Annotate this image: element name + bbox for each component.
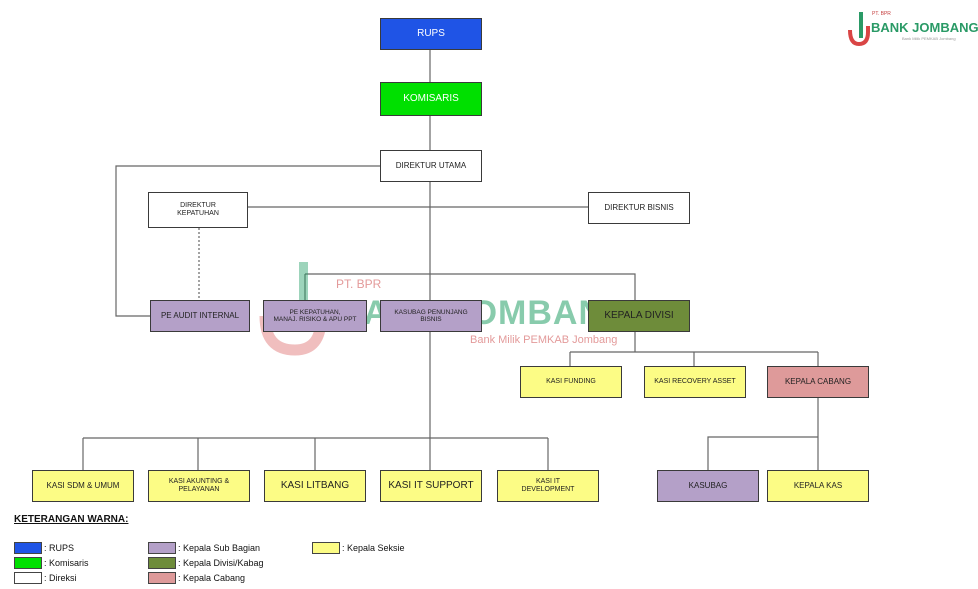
legend-label-kepala-seksie: : Kepala Seksie	[342, 543, 405, 553]
legend-label-direksi: : Direksi	[44, 573, 77, 583]
node-rups: RUPS	[380, 18, 482, 50]
legend-swatch-komisaris	[14, 557, 42, 569]
node-direktur-kepatuhan: DIREKTUR KEPATUHAN	[148, 192, 248, 228]
legend-swatch-kepala-sub-bagian	[148, 542, 176, 554]
legend-swatch-rups	[14, 542, 42, 554]
node-kasi-funding: KASI FUNDING	[520, 366, 622, 398]
legend-label-rups: : RUPS	[44, 543, 75, 553]
node-kasubag: KASUBAG	[657, 470, 759, 502]
legend-swatch-kepala-seksie	[312, 542, 340, 554]
node-kepala-cabang: KEPALA CABANG	[767, 366, 869, 398]
node-kasi-sdm-umum: KASI SDM & UMUM	[32, 470, 134, 502]
bank-jombang-logo-icon	[848, 12, 870, 47]
node-kasi-recovery-asset: KASI RECOVERY ASSET	[644, 366, 746, 398]
watermark-tagline: Bank Milik PEMKAB Jombang	[470, 334, 618, 346]
legend-label-kepala-divisi: : Kepala Divisi/Kabag	[178, 558, 264, 568]
node-kasubag-penunjang-bisnis: KASUBAG PENUNJANG BISNIS	[380, 300, 482, 332]
connector-mid-row	[305, 273, 636, 300]
legend-label-kepala-cabang: : Kepala Cabang	[178, 573, 246, 583]
watermark-prefix: PT. BPR	[336, 277, 382, 291]
node-kasi-it-development: KASI IT DEVELOPMENT	[497, 470, 599, 502]
legend-label-kepala-sub-bagian: : Kepala Sub Bagian	[178, 543, 261, 553]
legend-title: KETERANGAN WARNA:	[14, 514, 129, 525]
connector-to-audit	[115, 165, 380, 317]
logo-bank-name: BANK JOMBANG	[871, 20, 978, 35]
node-direktur-bisnis: DIREKTUR BISNIS	[588, 192, 690, 224]
node-kasi-it-support: KASI IT SUPPORT	[380, 470, 482, 502]
node-kasi-litbang: KASI LITBANG	[264, 470, 366, 502]
legend-label-komisaris: : Komisaris	[44, 558, 89, 568]
node-pe-kepatuhan: PE KEPATUHAN, MANAJ. RISIKO & APU PPT	[263, 300, 367, 332]
node-direktur-utama: DIREKTUR UTAMA	[380, 150, 482, 182]
node-pe-audit-internal: PE AUDIT INTERNAL	[150, 300, 250, 332]
logo-prefix: PT. BPR	[872, 11, 891, 17]
node-kepala-kas: KEPALA KAS	[767, 470, 869, 502]
node-kasi-akunting-pelayanan: KASI AKUNTING & PELAYANAN	[148, 470, 250, 502]
connector-to-kasubag	[707, 436, 818, 470]
node-komisaris: KOMISARIS	[380, 82, 482, 116]
legend-swatch-kepala-divisi	[148, 557, 176, 569]
node-kepala-divisi: KEPALA DIVISI	[588, 300, 690, 332]
legend-swatch-direksi	[14, 572, 42, 584]
legend-swatch-kepala-cabang	[148, 572, 176, 584]
logo-tagline: Bank Milik PEMKAB Jombang	[902, 36, 956, 41]
